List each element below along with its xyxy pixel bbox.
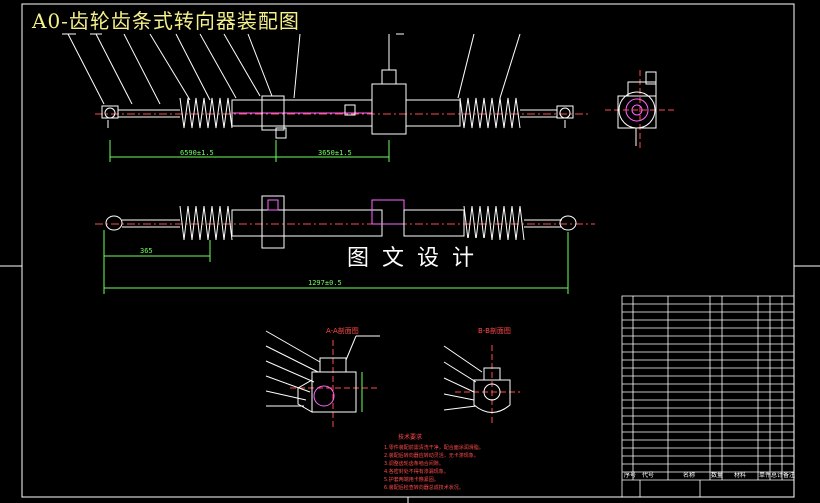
top-view-dimensions [109,140,390,162]
col-header: 代号 [642,471,654,479]
col-header: 名称 [683,471,695,479]
col-header: 材料 [734,471,746,479]
dim-top-right: 3650±1.5 [318,149,352,157]
tech-req-item: 2.装配后转向器应转动灵活，无卡滞现象。 [384,452,479,459]
col-header: 备注 [783,471,795,479]
parts-list-header: 序号 代号 名称 数量 材料 单件 总计 备注 [624,471,795,479]
dim-front-short: 365 [140,247,153,255]
col-header: 数量 [711,471,723,479]
side-view [605,70,675,150]
section-b-label: B-B剖面图 [478,326,511,335]
section-a-label: A-A剖面图 [326,326,359,335]
col-header: 序号 [624,471,636,479]
tech-req-item: 6.装配后检查转向器总成技术状况。 [384,484,464,491]
tech-req-item: 5.护套两端用卡箍紧固。 [384,476,439,483]
tech-req-item: 1.零件装配前需清洗干净，配合面涂润滑脂。 [384,444,484,451]
col-header: 总计 [771,471,783,479]
drawing-title: A0-齿轮齿条式转向器装配图 [32,9,300,33]
col-header: 单件 [759,471,771,479]
front-view [95,195,595,249]
section-a-view [265,330,380,430]
section-b-view [443,345,520,425]
dim-front-total: 1297±0.5 [308,279,342,287]
parts-list-table [621,295,795,498]
tech-req-item: 3.调整齿轮齿条啮合间隙。 [384,460,444,467]
front-view-dimensions [103,230,569,294]
dim-top-left: 6590±1.5 [180,149,214,157]
tech-req-heading: 技术要求 [398,433,422,441]
tech-req-list: 1.零件装配前需清洗干净，配合面涂润滑脂。 2.装配后转向器应转动灵活，无卡滞现… [384,444,484,491]
watermark-text: 图文设计 [343,238,492,274]
tech-req-item: 4.各密封处不得有渗漏现象。 [384,468,449,475]
top-view [62,33,590,139]
